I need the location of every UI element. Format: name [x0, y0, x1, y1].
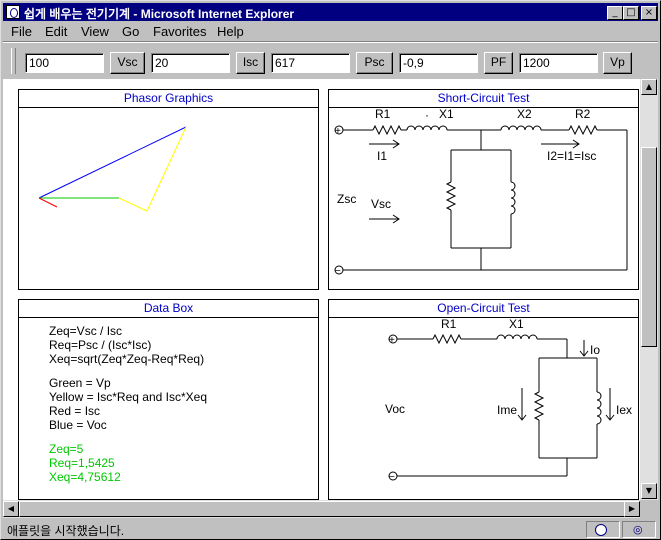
phasor-diagram — [38, 126, 187, 212]
title-bar: 쉽게 배우는 전기기계 - Microsoft Internet Explore… — [3, 3, 658, 21]
arrow-left-icon: ◀ — [7, 504, 15, 513]
blue-phasor — [38, 126, 187, 199]
x1-label: X1 — [439, 107, 454, 121]
menu-bar: File Edit View Go Favorites Help — [3, 22, 658, 41]
yellow-phasor-x — [146, 126, 187, 212]
minimize-button[interactable]: _ — [607, 6, 623, 20]
ie-app-icon — [6, 5, 20, 19]
status-text: 애플릿을 시작했습니다. — [7, 524, 125, 538]
r1-label: R1 — [375, 107, 391, 121]
vsc-input[interactable]: 100 — [25, 53, 104, 73]
open-circuit-panel: Open-Circuit Test — [328, 299, 639, 500]
applet-area: Phasor Graphics Short-Circuit Test — [3, 79, 640, 500]
plus-terminal: + — [335, 126, 341, 137]
arrow-right-icon: ▶ — [628, 504, 636, 513]
vertical-scroll-thumb[interactable] — [641, 147, 657, 347]
scroll-left-button[interactable]: ◀ — [3, 501, 19, 517]
menu-edit[interactable]: Edit — [45, 24, 68, 39]
status-bar: 애플릿을 시작했습니다. ◎ — [3, 519, 658, 539]
short-circuit-title: Short-Circuit Test — [329, 90, 638, 108]
maximize-button[interactable]: □ — [623, 6, 639, 20]
data-box-title: Data Box — [19, 300, 318, 318]
x2-label: X2 — [517, 107, 532, 121]
menu-view[interactable]: View — [81, 24, 109, 39]
r2-label: R2 — [575, 107, 591, 121]
menu-file[interactable]: File — [11, 24, 32, 39]
oc-minus-terminal: − — [389, 472, 395, 483]
i1-label: I1 — [377, 149, 387, 163]
page-icon — [595, 524, 607, 536]
status-pane-zone: ◎ — [622, 521, 656, 538]
scroll-corner — [640, 500, 658, 518]
menu-separator — [3, 41, 658, 43]
dot-label: · — [425, 108, 429, 122]
phasor-panel: Phasor Graphics — [18, 89, 319, 290]
scroll-down-button[interactable]: ▼ — [641, 483, 657, 499]
data-box-panel: Data Box Zeq=Vsc / Isc Req=Psc / (Isc*Is… — [18, 299, 319, 500]
pf-button[interactable]: PF — [484, 52, 513, 74]
minimize-icon: _ — [612, 7, 618, 18]
horizontal-scrollbar[interactable]: ◀ ▶ — [3, 500, 640, 518]
vsc-label: Vsc — [371, 197, 391, 211]
minus-terminal: − — [335, 266, 341, 277]
data-line: Req=Psc / (Isc*Isc) — [49, 338, 152, 352]
isc-button[interactable]: Isc — [236, 52, 265, 74]
isc-input[interactable]: 20 — [151, 53, 230, 73]
pf-input[interactable]: -0,9 — [399, 53, 478, 73]
arrow-up-icon: ▲ — [645, 82, 653, 91]
vp-button[interactable]: Vp — [603, 52, 632, 74]
yellow-phasor-r — [118, 197, 148, 212]
menu-help[interactable]: Help — [217, 24, 244, 39]
voc-label: Voc — [385, 402, 405, 416]
oc-x1-label: X1 — [509, 317, 524, 331]
status-pane-security — [586, 521, 620, 538]
ime-label: Ime — [497, 403, 517, 417]
parameter-toolbar: 100 Vsc 20 Isc 617 Psc -0,9 PF 1200 Vp — [3, 44, 638, 78]
iex-label: Iex — [616, 403, 632, 417]
close-button[interactable]: × — [641, 6, 657, 20]
short-circuit-diagram: R1 · X1 X2 R2 I1 I2=I1=Isc Zsc Vsc + − — [334, 107, 628, 277]
oc-plus-terminal: + — [389, 335, 395, 346]
open-circuit-diagram: + − R1 X1 Io Ime Iex Voc — [385, 317, 632, 483]
globe-icon: ◎ — [633, 523, 643, 536]
close-icon: × — [644, 7, 654, 18]
maximize-icon: □ — [626, 7, 636, 18]
menu-go[interactable]: Go — [122, 24, 140, 39]
horizontal-scroll-thumb[interactable] — [19, 501, 625, 517]
i2-label: I2=I1=Isc — [547, 149, 596, 163]
data-line: Zeq=Vsc / Isc — [49, 324, 123, 338]
oc-r1-label: R1 — [441, 317, 457, 331]
red-phasor — [38, 197, 58, 208]
scroll-up-button[interactable]: ▲ — [641, 79, 657, 95]
zsc-label: Zsc — [337, 192, 356, 206]
scroll-right-button[interactable]: ▶ — [624, 501, 640, 517]
psc-input[interactable]: 617 — [271, 53, 350, 73]
phasor-title: Phasor Graphics — [19, 90, 318, 108]
short-circuit-panel: Short-Circuit Test — [328, 89, 639, 290]
open-circuit-title: Open-Circuit Test — [329, 300, 638, 318]
menu-favorites[interactable]: Favorites — [153, 24, 207, 39]
result-zeq: Zeq=5 — [49, 442, 84, 456]
result-req: Req=1,5425 — [49, 456, 115, 470]
data-line: Blue = Voc — [49, 418, 107, 432]
window-title: 쉽게 배우는 전기기계 - Microsoft Internet Explore… — [24, 7, 295, 21]
result-xeq: Xeq=4,75612 — [49, 470, 121, 484]
vp-input[interactable]: 1200 — [519, 53, 598, 73]
data-line: Red = Isc — [49, 404, 101, 418]
psc-button[interactable]: Psc — [356, 52, 393, 74]
io-label: Io — [590, 343, 600, 357]
vertical-scrollbar[interactable]: ▲ ▼ — [640, 79, 658, 500]
data-line: Green = Vp — [49, 376, 111, 390]
vsc-button[interactable]: Vsc — [110, 52, 145, 74]
toolbar-grip[interactable] — [11, 48, 16, 74]
arrow-down-icon: ▼ — [645, 486, 653, 495]
data-line: Xeq=sqrt(Zeq*Zeq-Req*Req) — [49, 352, 205, 366]
data-line: Yellow = Isc*Req and Isc*Xeq — [49, 390, 207, 404]
